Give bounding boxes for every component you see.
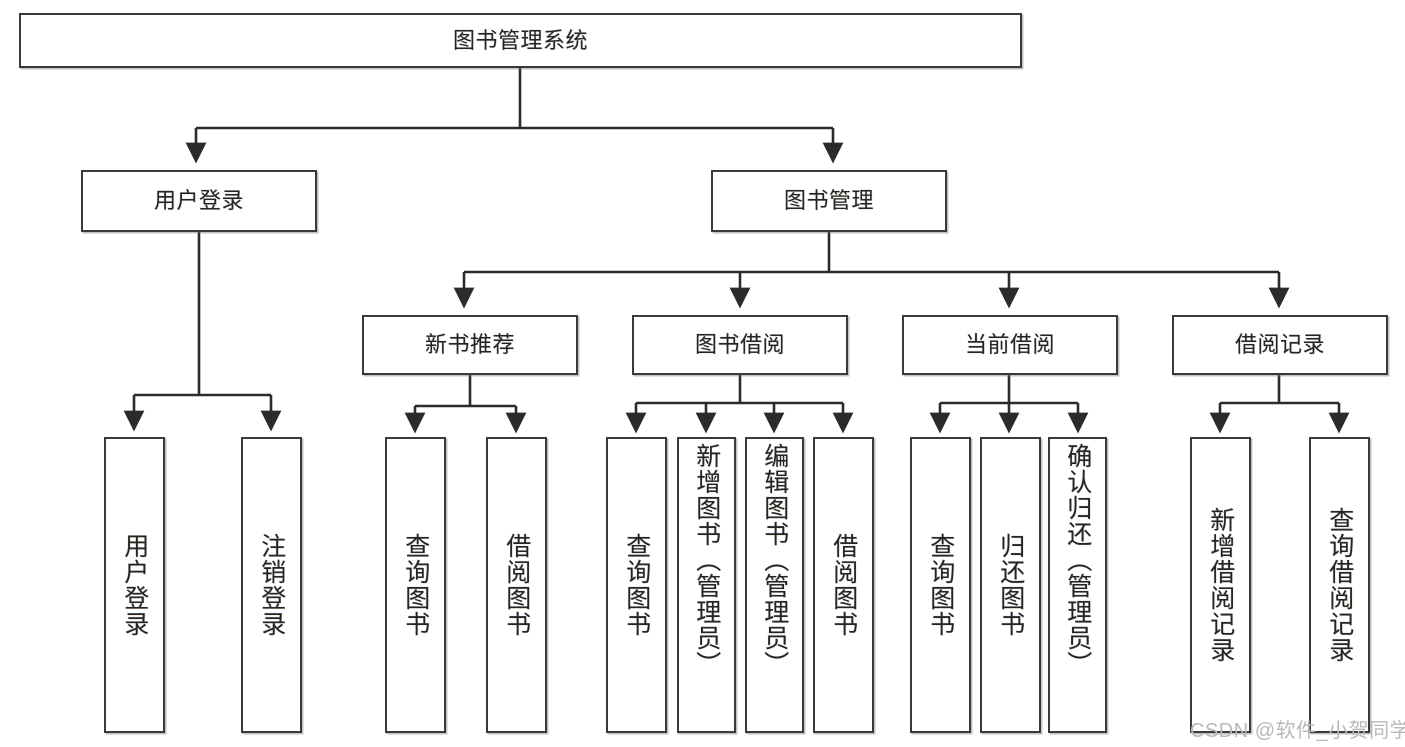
node-label: 查询图书: [622, 533, 651, 637]
node-label: 确认归还（管理员）: [1063, 443, 1092, 677]
node-label: 图书管理: [783, 188, 874, 214]
leaf-borrow-book-rec[interactable]: 借阅图书: [486, 437, 547, 733]
node-label: 新增图书（管理员）: [692, 443, 721, 677]
node-label: 借阅记录: [1234, 332, 1325, 358]
leaf-borrow-book-borrow[interactable]: 借阅图书: [813, 437, 874, 733]
leaf-user-login[interactable]: 用户登录: [104, 437, 165, 733]
node-label: 用户登录: [120, 533, 149, 637]
node-label: 当前借阅: [964, 332, 1055, 358]
node-label: 图书管理系统: [452, 27, 588, 53]
node-label: 用户登录: [153, 188, 244, 214]
node-label: 图书借阅: [694, 332, 785, 358]
leaf-edit-book-admin[interactable]: 编辑图书（管理员）: [745, 437, 804, 733]
csdn-watermark: CSDN @软件_小贺同学: [1190, 720, 1405, 742]
node-label: 编辑图书（管理员）: [760, 443, 789, 677]
leaf-query-book-rec[interactable]: 查询图书: [385, 437, 446, 733]
node-root-system[interactable]: 图书管理系统: [19, 13, 1022, 68]
node-new-book-recommend[interactable]: 新书推荐: [362, 315, 578, 375]
node-book-borrow[interactable]: 图书借阅: [632, 315, 848, 375]
leaf-confirm-return-admin[interactable]: 确认归还（管理员）: [1048, 437, 1107, 733]
node-label: 借阅图书: [502, 533, 531, 637]
node-book-management[interactable]: 图书管理: [711, 170, 947, 232]
node-label: 归还图书: [996, 533, 1025, 637]
node-label: 查询图书: [926, 533, 955, 637]
leaf-query-book-borrow[interactable]: 查询图书: [606, 437, 667, 733]
node-user-login[interactable]: 用户登录: [81, 170, 317, 232]
leaf-query-book-current[interactable]: 查询图书: [910, 437, 971, 733]
leaf-return-book[interactable]: 归还图书: [980, 437, 1041, 733]
leaf-add-borrow-record[interactable]: 新增借阅记录: [1190, 437, 1251, 733]
leaf-add-book-admin[interactable]: 新增图书（管理员）: [677, 437, 736, 733]
node-current-borrow[interactable]: 当前借阅: [902, 315, 1118, 375]
node-label: 借阅图书: [829, 533, 858, 637]
node-label: 查询借阅记录: [1325, 507, 1354, 663]
node-label: 新增借阅记录: [1206, 507, 1235, 663]
node-label: 新书推荐: [424, 332, 515, 358]
leaf-user-logout[interactable]: 注销登录: [241, 437, 302, 733]
node-borrow-record[interactable]: 借阅记录: [1172, 315, 1388, 375]
node-label: 查询图书: [401, 533, 430, 637]
node-label: 注销登录: [257, 533, 286, 637]
leaf-query-borrow-record[interactable]: 查询借阅记录: [1309, 437, 1370, 733]
